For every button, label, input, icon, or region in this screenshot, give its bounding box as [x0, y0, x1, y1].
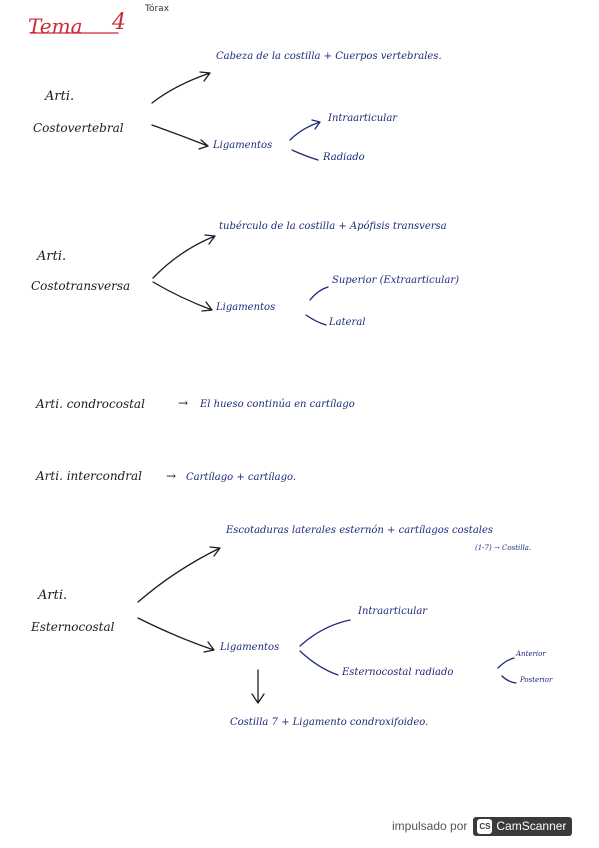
arrow-esternocostal-top	[137, 546, 221, 603]
page-title: Tema	[28, 14, 83, 38]
camscanner-brand: CamScanner	[496, 819, 567, 833]
costotransversa-name: Costotransversa	[31, 279, 131, 293]
costotransversa-lateral: Lateral	[329, 317, 366, 328]
arrow-lig-lateral	[305, 314, 327, 326]
esternocostal-intraarticular: Intraarticular	[358, 606, 428, 617]
esternocostal-posterior: Posterior	[520, 676, 553, 684]
costotransversa-top: tubérculo de la costilla + Apófisis tran…	[219, 221, 447, 232]
arrow-lig-radiado	[291, 149, 319, 161]
costovertebral-name: Costovertebral	[33, 121, 124, 135]
condrocostal-desc: El hueso continúa en cartílago	[200, 399, 355, 410]
esternocostal-top: Escotaduras laterales esternón + cartíla…	[226, 525, 494, 536]
esternocostal-ligamentos: Ligamentos	[220, 642, 280, 653]
header-note: Tórax	[145, 4, 170, 14]
costovertebral-ligamentos: Ligamentos	[213, 140, 273, 151]
condrocostal-label: Arti. condrocostal	[36, 397, 145, 411]
arrow-costotransversa-top	[152, 234, 216, 279]
intercondral-desc: Cartílago + cartílago.	[186, 472, 297, 483]
esternocostal-anterior: Anterior	[516, 650, 546, 658]
camscanner-badge: CS CamScanner	[473, 816, 573, 836]
esternocostal-name: Esternocostal	[31, 620, 115, 634]
esternocostal-bottom: Costilla 7 + Ligamento condroxifoideo.	[230, 717, 429, 728]
condrocostal-arrow: →	[178, 396, 189, 410]
arrow-lig-intraarticular-2	[299, 619, 351, 647]
esternocostal-label: Arti.	[38, 588, 68, 603]
intercondral-arrow: →	[166, 469, 177, 483]
arrow-lig-superior	[309, 286, 329, 301]
arrow-costotransversa-lig	[152, 281, 213, 312]
esternocostal-radiado: Esternocostal radiado	[342, 667, 454, 678]
arrow-lig-intraarticular	[289, 119, 321, 141]
costovertebral-top: Cabeza de la costilla + Cuerpos vertebra…	[216, 51, 442, 62]
arrow-lig-down	[251, 669, 265, 704]
esternocostal-top2: (1-7) → Costilla.	[475, 544, 532, 552]
arrow-esternocostal-lig	[137, 617, 215, 653]
camscanner-watermark: impulsado por CS CamScanner	[392, 815, 573, 837]
arrow-costovertebral-lig	[151, 124, 209, 150]
arrow-radiado-posterior	[501, 675, 517, 684]
intercondral-label: Arti. intercondral	[36, 469, 143, 483]
camscanner-logo-icon: CS	[477, 818, 493, 834]
topic-number: 4	[112, 10, 126, 35]
costotransversa-label: Arti.	[37, 249, 67, 264]
arrow-radiado-anterior	[497, 657, 515, 669]
costovertebral-radiado: Radiado	[323, 152, 365, 163]
arrow-costovertebral-top	[151, 71, 211, 104]
arrow-lig-radiado-2	[299, 650, 339, 676]
powered-by-text: impulsado por	[392, 819, 468, 833]
costovertebral-label: Arti.	[45, 89, 75, 104]
costovertebral-intraarticular: Intraarticular	[328, 113, 398, 124]
costotransversa-superior: Superior (Extraarticular)	[332, 275, 460, 286]
costotransversa-ligamentos: Ligamentos	[216, 302, 276, 313]
